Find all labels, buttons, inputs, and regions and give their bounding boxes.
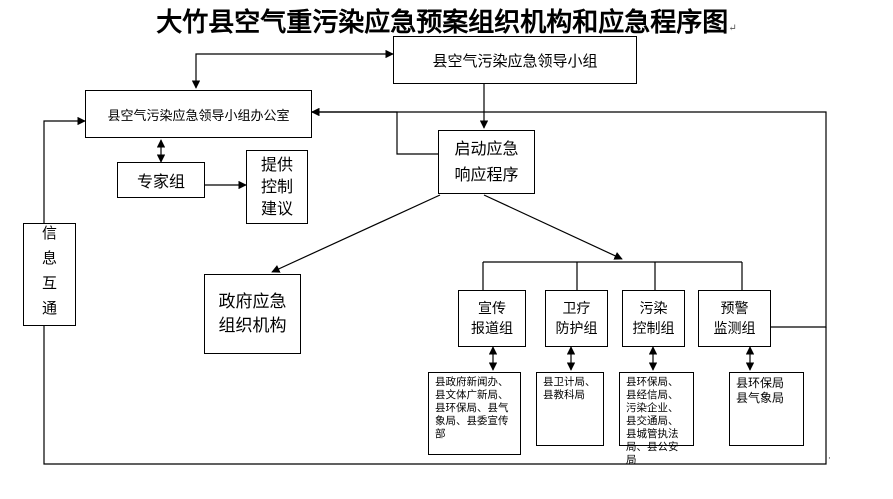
control-advice-label: 提供 控制 建议 [260, 155, 293, 218]
publicity-members-box: 县政府新闻办、县文体广新局、县环保局、县气象局、县委宣传部 [428, 372, 521, 455]
pollution-control-group-label: 污染 控制组 [632, 300, 675, 337]
link-launch-office [311, 107, 438, 155]
leadership-office-label: 县空气污染应急领导小组办公室 [107, 108, 290, 124]
leadership-office-box: 县空气污染应急领导小组办公室 [85, 90, 312, 138]
leadership-group-label: 县空气污染应急领导小组 [432, 51, 598, 70]
pollution-members-box: 县环保局、县经信局、污染企业、县交通局、县城管执法局、县公安局 [619, 372, 694, 466]
link-loop-bottom [43, 116, 827, 465]
gov-emergency-org-box: 政府应急 组织机构 [204, 274, 301, 354]
info-exchange-label: 信息互通 [40, 224, 58, 325]
trailing-dot: · [828, 454, 831, 464]
medical-group-label: 卫疗 防护组 [555, 300, 598, 337]
publicity-group-box: 宣传 报道组 [458, 290, 526, 347]
warning-monitor-group-box: 预警 监测组 [698, 290, 771, 347]
medical-members-box: 县卫计局、县教科局 [536, 372, 604, 446]
medical-group-box: 卫疗 防护组 [545, 290, 608, 347]
info-exchange-box: 信息互通 [23, 223, 76, 326]
paragraph-mark: ↵ [728, 23, 737, 34]
warning-members-text: 县环保局 县气象局 [736, 376, 785, 405]
launch-response-label: 启动应急 响应程序 [454, 139, 519, 184]
diagram-title: 大竹县空气重污染应急预案组织机构和应急程序图↵ [0, 2, 893, 39]
pollution-members-text: 县环保局、县经信局、污染企业、县交通局、县城管执法局、县公安局 [626, 376, 679, 466]
link-warning-office [311, 107, 827, 328]
warning-members-box: 县环保局 县气象局 [729, 372, 804, 446]
control-advice-box: 提供 控制 建议 [246, 150, 308, 224]
expert-group-box: 专家组 [117, 162, 205, 198]
title-text: 大竹县空气重污染应急预案组织机构和应急程序图 [156, 8, 729, 38]
gov-emergency-org-label: 政府应急 组织机构 [218, 292, 287, 336]
link-launch-gov [271, 194, 441, 273]
leadership-group-box: 县空气污染应急领导小组 [393, 36, 637, 84]
link-leadership-office [191, 49, 394, 89]
medical-members-text: 县卫计局、县教科局 [543, 376, 596, 401]
expert-group-label: 专家组 [136, 172, 185, 191]
publicity-members-text: 县政府新闻办、县文体广新局、县环保局、县气象局、县委宣传部 [435, 376, 509, 440]
publicity-group-label: 宣传 报道组 [471, 300, 513, 337]
link-launch-branches [483, 194, 623, 260]
pollution-control-group-box: 污染 控制组 [622, 290, 685, 347]
launch-response-box: 启动应急 响应程序 [438, 130, 535, 194]
warning-monitor-group-label: 预警 监测组 [713, 300, 756, 337]
